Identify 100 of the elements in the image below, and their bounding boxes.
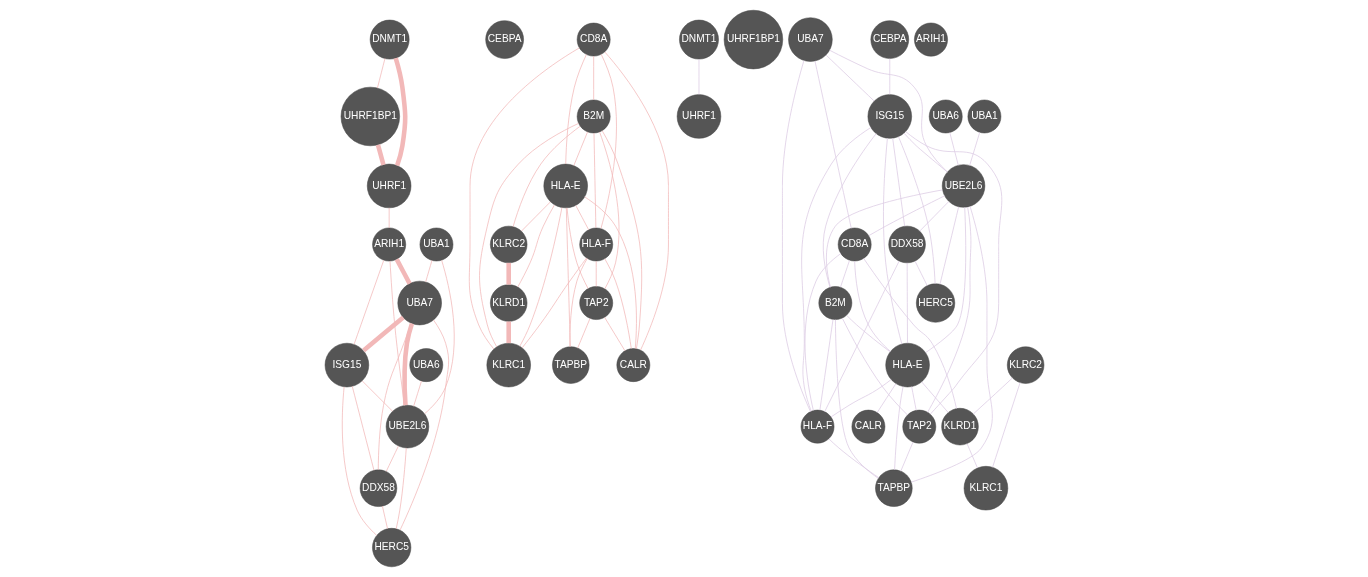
connector xyxy=(595,260,597,287)
node-circle: CEBPA xyxy=(484,20,524,59)
node-circle: HLA-E xyxy=(884,342,930,388)
node-circle: DNMT1 xyxy=(369,19,409,60)
connector xyxy=(600,54,617,229)
connector xyxy=(822,133,876,288)
connector xyxy=(804,253,841,411)
connector xyxy=(361,315,405,353)
connector xyxy=(399,319,449,531)
node-circle: KLRC1 xyxy=(486,342,531,388)
connector xyxy=(505,262,511,285)
node-circle: TAPBP xyxy=(551,346,589,384)
connector xyxy=(521,257,587,349)
node-circle: B2M xyxy=(576,99,610,134)
connector xyxy=(388,207,389,229)
connector xyxy=(920,381,948,413)
node-circle: HLA-E xyxy=(543,163,588,209)
connector xyxy=(401,322,414,406)
connector xyxy=(353,260,384,345)
connector xyxy=(834,319,879,479)
connector xyxy=(394,258,412,285)
node-circle: CD8A xyxy=(576,22,610,57)
connector xyxy=(592,55,594,101)
node-circle: KLRD1 xyxy=(940,408,979,446)
connector xyxy=(926,206,971,413)
connector xyxy=(519,207,562,347)
connector xyxy=(853,260,891,352)
connector xyxy=(393,57,407,167)
node-circle: DDX58 xyxy=(887,225,926,264)
connector xyxy=(566,207,588,289)
node-circle: TAP2 xyxy=(902,409,936,444)
connector xyxy=(910,386,917,411)
connector xyxy=(903,132,948,173)
connector xyxy=(823,260,899,412)
connector xyxy=(891,137,905,227)
connector xyxy=(972,377,1013,415)
connector xyxy=(904,131,1002,415)
connector xyxy=(781,60,811,412)
connector xyxy=(512,125,580,227)
node-circle: KLRC2 xyxy=(1006,346,1044,384)
connector xyxy=(893,386,903,471)
node-circle: HERC5 xyxy=(915,283,955,323)
node-circle: B2M xyxy=(818,286,852,320)
connector xyxy=(505,321,511,344)
node-circle: CALR xyxy=(616,348,650,382)
connector xyxy=(819,319,833,411)
node-circle: UHRF1BP1 xyxy=(340,86,400,147)
connector xyxy=(603,317,625,352)
connector xyxy=(593,132,596,229)
connector xyxy=(828,49,948,173)
connector xyxy=(564,54,587,165)
connector xyxy=(906,262,908,344)
connector xyxy=(882,137,902,345)
connector xyxy=(424,260,432,283)
connector xyxy=(569,258,588,347)
node-circle: CALR xyxy=(851,409,885,444)
connector xyxy=(576,318,590,349)
connector xyxy=(351,385,374,471)
node-circle: UHRF1BP1 xyxy=(723,10,783,70)
node-circle: UBA6 xyxy=(409,348,443,382)
node-circle: HLA-F xyxy=(578,227,613,262)
connector xyxy=(814,60,852,229)
connector xyxy=(948,132,959,166)
connector xyxy=(604,51,669,351)
connector xyxy=(385,445,399,472)
node-circle: TAPBP xyxy=(874,469,912,507)
node-circle: UBA1 xyxy=(967,99,1001,134)
connector xyxy=(924,207,966,353)
node-circle: TAP2 xyxy=(578,286,613,320)
connector xyxy=(845,314,890,353)
connector xyxy=(914,260,928,287)
connector xyxy=(603,258,632,349)
connector xyxy=(910,205,993,483)
connector xyxy=(395,447,407,530)
node-circle: ARIH1 xyxy=(913,22,948,57)
node-circle: ARIH1 xyxy=(371,227,406,262)
connector xyxy=(601,130,642,350)
connector xyxy=(381,505,388,530)
connector xyxy=(376,58,385,89)
node-circle: UBE2L6 xyxy=(385,405,429,449)
connector xyxy=(828,438,879,478)
connector xyxy=(897,136,935,285)
node-circle: CEBPA xyxy=(870,20,909,59)
connector xyxy=(839,259,850,288)
connector xyxy=(899,441,913,472)
node-circle: HLA-F xyxy=(800,409,834,444)
connector xyxy=(341,386,377,536)
connector xyxy=(876,383,896,413)
node-circle: UBA1 xyxy=(419,227,453,262)
node-circle: UBA6 xyxy=(928,99,963,134)
node-circle: ISG15 xyxy=(867,94,912,139)
connector xyxy=(377,323,412,471)
node-circle: DDX58 xyxy=(359,469,397,507)
node-circle: KLRD1 xyxy=(489,284,527,322)
node-circle: HERC5 xyxy=(371,528,411,568)
connector xyxy=(825,189,943,288)
connector xyxy=(375,144,386,166)
node-circle: UHRF1 xyxy=(676,94,721,139)
connector xyxy=(574,205,589,231)
connector xyxy=(478,123,579,348)
